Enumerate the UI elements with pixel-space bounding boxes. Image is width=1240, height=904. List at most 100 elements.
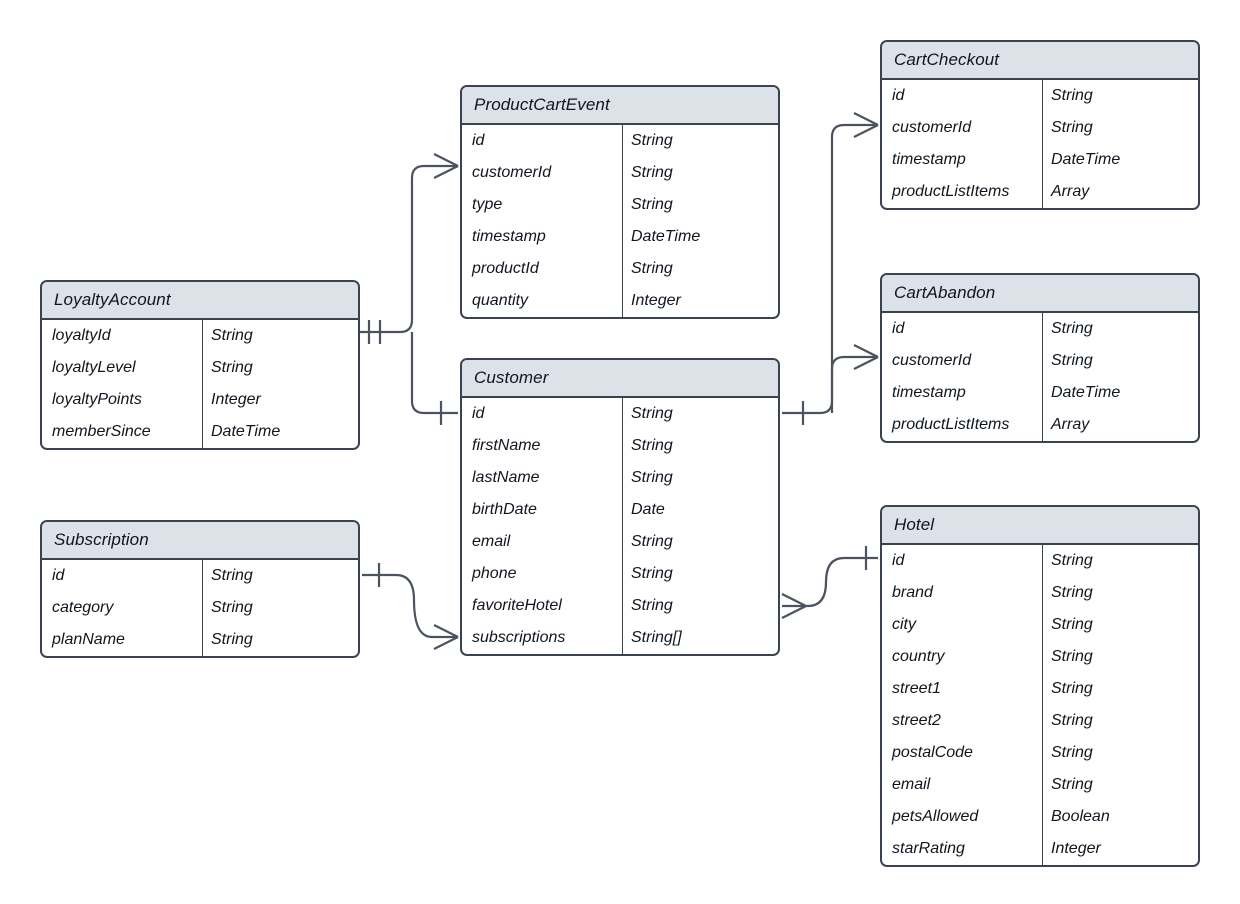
attribute-type: DateTime xyxy=(211,423,281,440)
attribute-name: phone xyxy=(472,565,517,582)
attribute-type: String xyxy=(631,437,673,454)
marker-many-hotel-bot xyxy=(781,605,807,619)
marker-many-subs-top xyxy=(433,624,459,638)
attribute-type: Date xyxy=(631,501,665,518)
attribute-type: String xyxy=(1051,119,1093,136)
entity-header-productCartEvent[interactable]: ProductCartEvent xyxy=(462,87,778,125)
attribute-type: String xyxy=(631,405,673,422)
attribute-name: starRating xyxy=(892,840,965,857)
attribute-type: String xyxy=(1051,680,1093,697)
attribute-type: String xyxy=(631,164,673,181)
attribute-type: String xyxy=(1051,352,1093,369)
attribute-name: birthDate xyxy=(472,501,537,518)
attribute-row[interactable]: email String xyxy=(882,769,1198,801)
attribute-type: String xyxy=(1051,87,1093,104)
attribute-row[interactable]: favoriteHotel String xyxy=(462,590,778,622)
attribute-type: String xyxy=(631,597,673,614)
entity-header-hotel[interactable]: Hotel xyxy=(882,507,1198,545)
entity-title-hotel: Hotel xyxy=(894,515,935,534)
marker-many-abandon-top xyxy=(853,344,879,358)
entity-header-cartCheckout[interactable]: CartCheckout xyxy=(882,42,1198,80)
entity-header-subscription[interactable]: Subscription xyxy=(42,522,358,560)
attribute-row[interactable]: city String xyxy=(882,609,1198,641)
marker-many-hotel-top xyxy=(781,593,807,607)
attribute-type: String xyxy=(1051,616,1093,633)
marker-many-pce-bot xyxy=(433,165,459,179)
attribute-type: String xyxy=(1051,648,1093,665)
entity-header-customer[interactable]: Customer xyxy=(462,360,778,398)
entity-header-cartAbandon[interactable]: CartAbandon xyxy=(882,275,1198,313)
attribute-name: productListItems xyxy=(892,183,1010,200)
entity-header-loyaltyAccount[interactable]: LoyaltyAccount xyxy=(42,282,358,320)
attribute-type: String xyxy=(1051,776,1093,793)
column-divider xyxy=(1042,80,1043,208)
attribute-type: String[] xyxy=(631,629,682,646)
attribute-row[interactable]: id String xyxy=(462,125,778,157)
marker-many-subs-bot xyxy=(433,636,459,650)
column-divider xyxy=(1042,313,1043,441)
attribute-name: email xyxy=(472,533,511,550)
column-divider xyxy=(202,320,203,448)
attribute-name: favoriteHotel xyxy=(472,597,562,614)
edge-customer-junction-top xyxy=(782,123,878,415)
marker-many-checkout-top xyxy=(853,112,879,126)
attribute-name: loyaltyPoints xyxy=(52,391,142,408)
attribute-name: city xyxy=(892,616,916,633)
attribute-name: id xyxy=(472,132,485,149)
attribute-type: String xyxy=(211,631,253,648)
attribute-type: DateTime xyxy=(631,228,701,245)
edge-subscription-customer xyxy=(362,573,458,639)
attribute-type: String xyxy=(631,132,673,149)
attribute-name: email xyxy=(892,776,931,793)
attribute-name: timestamp xyxy=(892,384,966,401)
attribute-type: Integer xyxy=(631,292,681,309)
attribute-name: id xyxy=(472,405,485,422)
attribute-row[interactable]: birthDate Date xyxy=(462,494,778,526)
entity-title-loyaltyAccount: LoyaltyAccount xyxy=(54,290,171,309)
attribute-name: loyaltyId xyxy=(52,327,111,344)
attribute-row[interactable]: id String xyxy=(462,398,778,430)
column-divider xyxy=(202,560,203,656)
